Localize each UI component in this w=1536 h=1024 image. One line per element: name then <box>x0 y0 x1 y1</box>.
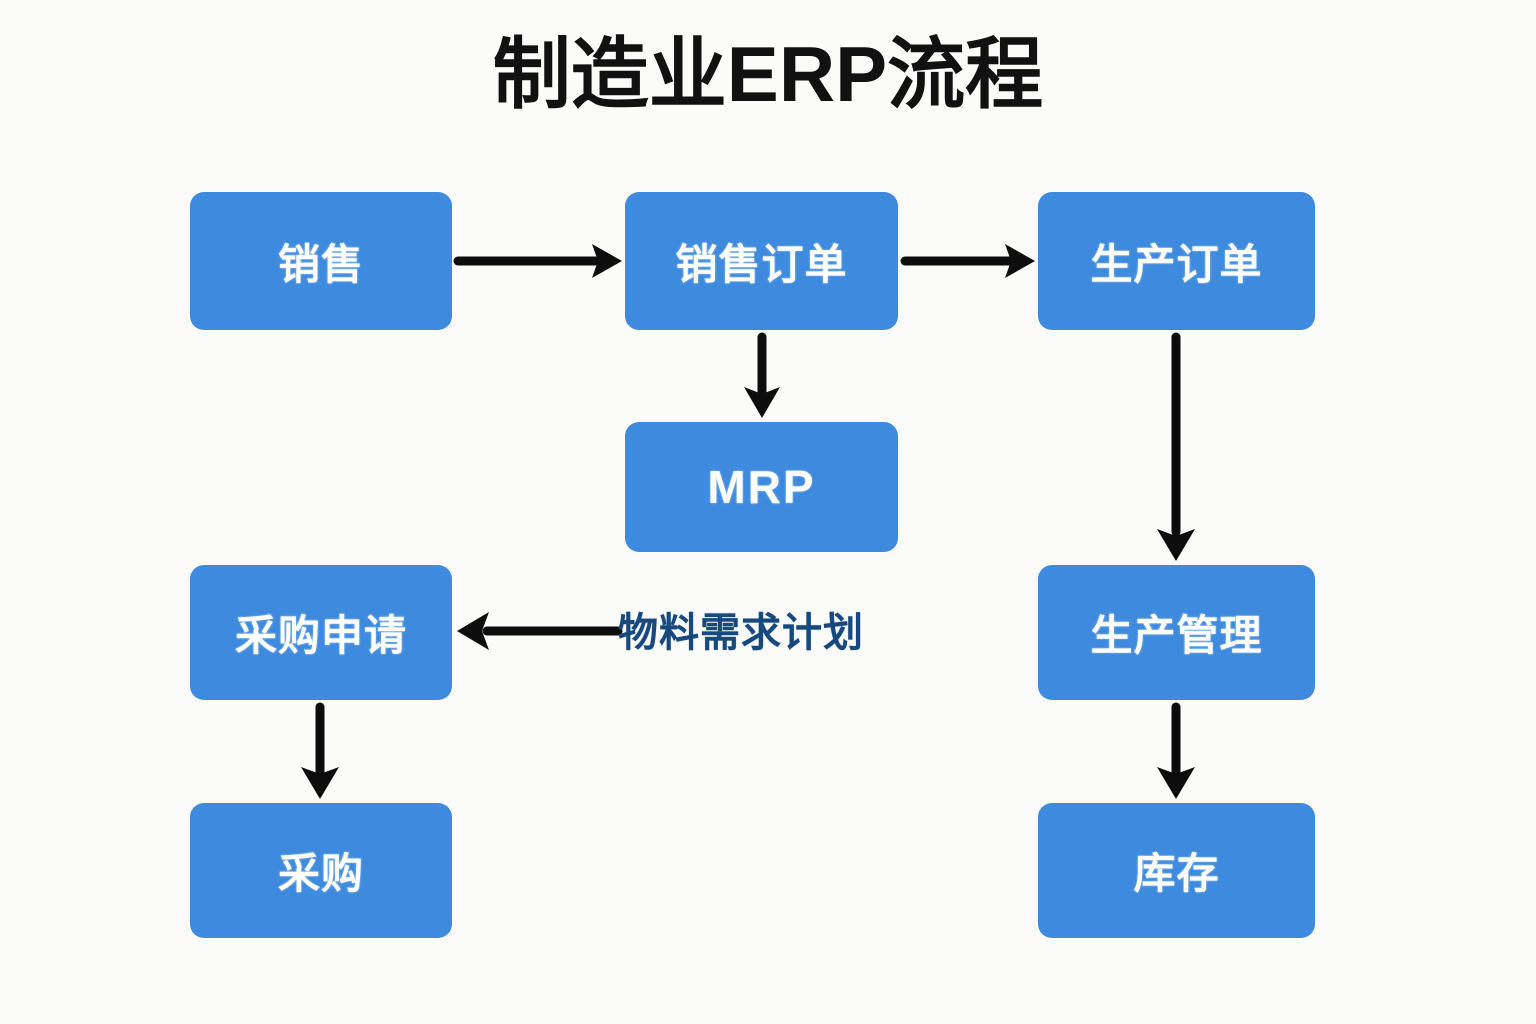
node-production-order-label: 生产订单 <box>1090 240 1263 288</box>
node-sales[interactable]: 销售 <box>190 192 452 330</box>
edge-mrp-to-purchase-requisition <box>457 612 623 650</box>
edge-prod-order-to-prod-management <box>1157 332 1195 561</box>
node-inventory-label: 库存 <box>1133 850 1220 897</box>
node-sales-label: 销售 <box>277 240 364 288</box>
node-sales-order-label: 销售订单 <box>675 240 848 288</box>
node-purchase-requisition[interactable]: 采购申请 <box>190 565 452 700</box>
node-inventory[interactable]: 库存 <box>1038 803 1315 938</box>
node-purchase-label: 采购 <box>277 850 364 897</box>
node-production-management[interactable]: 生产管理 <box>1038 565 1315 700</box>
edge-sales-order-to-mrp <box>744 332 780 418</box>
page-title: 制造业ERP流程 <box>492 30 1044 118</box>
edge-sales-to-sales-order <box>453 244 622 278</box>
node-purchase[interactable]: 采购 <box>190 803 452 938</box>
edge-label-material-requirements-plan: 物料需求计划 <box>618 611 864 655</box>
node-mrp[interactable]: MRP <box>625 422 898 552</box>
node-sales-order[interactable]: 销售订单 <box>625 192 898 330</box>
edge-prod-management-to-inventory <box>1157 702 1195 799</box>
node-production-management-label: 生产管理 <box>1090 612 1263 659</box>
edge-purchase-requisition-to-purchase <box>301 702 339 799</box>
node-mrp-label: MRP <box>707 461 816 513</box>
edge-sales-order-to-prod-order <box>900 244 1035 278</box>
node-purchase-requisition-label: 采购申请 <box>234 612 407 659</box>
node-production-order[interactable]: 生产订单 <box>1038 192 1315 330</box>
